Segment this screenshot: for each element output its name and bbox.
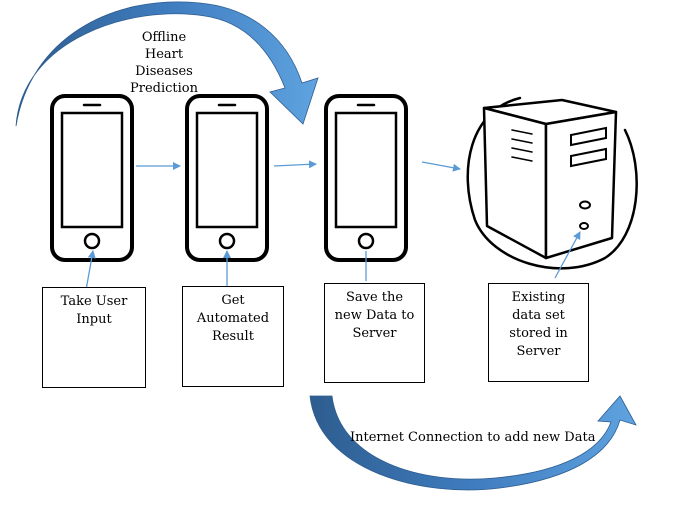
step-box-take-user-input: Take User Input: [42, 287, 146, 388]
step-label: Existing data set stored in Server: [509, 290, 568, 359]
step-label: Get Automated Result: [196, 293, 270, 344]
step-label: Take User Input: [60, 294, 128, 327]
server-tower-icon: [466, 96, 638, 270]
smartphone-icon: [50, 94, 134, 262]
flow-connectors: [85, 160, 581, 291]
smartphone-icon: [324, 94, 408, 262]
top-arc-label: Offline Heart Diseases Prediction: [130, 30, 198, 96]
bottom-arc-label: Internet Connection to add new Data: [350, 430, 596, 445]
step-box-save-new-data: Save the new Data to Server: [324, 283, 425, 383]
step-label: Save the new Data to Server: [334, 290, 415, 341]
step-box-existing-data-set: Existing data set stored in Server: [488, 283, 589, 382]
smartphone-icon: [185, 94, 269, 262]
bottom-curved-arrow: [309, 395, 637, 491]
top-curved-arrow: [15, 1, 319, 127]
step-box-get-automated-result: Get Automated Result: [182, 286, 284, 387]
